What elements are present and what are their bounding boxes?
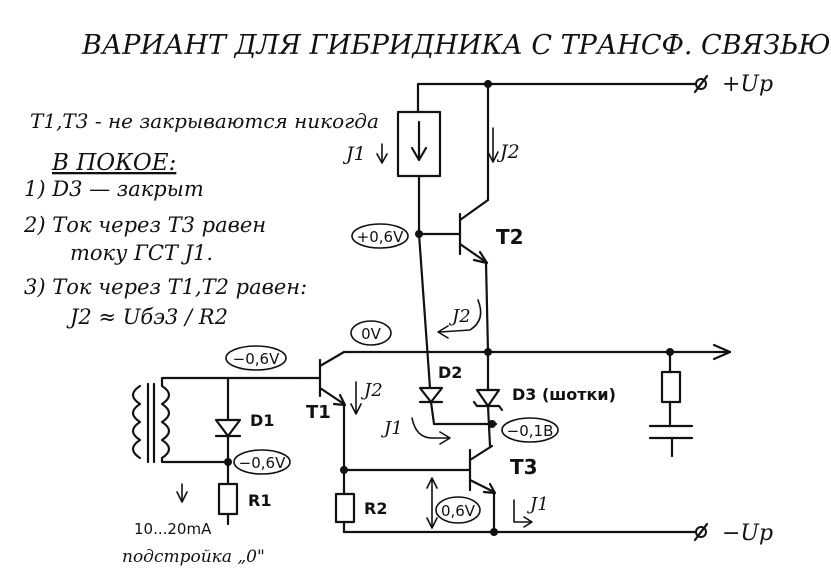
voltage-d1-cathode: −0,6V	[239, 454, 286, 472]
voltage-t2-base: +0,6V	[357, 228, 404, 246]
load-resistor	[660, 350, 682, 426]
current-label-j1-t3: J1	[526, 494, 549, 515]
current-label-j2-mid: J2	[448, 306, 471, 327]
arrow-j1-t3	[513, 499, 531, 523]
voltage-d3-cathode: −0,1В	[507, 422, 554, 440]
wire-j1-to-d2	[417, 232, 432, 390]
r1-current-range: 10...20mA	[134, 520, 212, 538]
note-rest-heading: В ПОКОЕ:	[51, 150, 176, 176]
note-never-closed: T1,T3 - не закрываются никогда	[30, 109, 379, 133]
transistor-t1	[298, 350, 347, 496]
current-label-j2-t1: J2	[360, 380, 383, 401]
minus-terminal-label: −Uр	[722, 521, 773, 546]
note-item3-line1: 3) Ток через T1,T2 равен:	[24, 275, 307, 299]
label-r1: R1	[248, 491, 271, 510]
voltage-badge-t3-be	[435, 496, 481, 524]
label-r2: R2	[364, 499, 387, 518]
transformer	[131, 376, 302, 464]
voltage-badge-zero	[350, 320, 392, 346]
voltage-t3-be: 0,6V	[441, 502, 476, 520]
label-d3: D3 (шотки)	[512, 385, 616, 404]
voltage-badge-t2-base	[351, 223, 409, 249]
title: ВАРИАНТ ДЛЯ ГИБРИДНИКА С ТРАНСФ. СВЯЗЬЮ	[81, 30, 831, 61]
bottom-rail	[342, 522, 709, 542]
current-label-j2-top: J2	[496, 141, 520, 163]
resistor-r1	[176, 482, 239, 526]
voltage-badge-d1-cathode	[233, 449, 291, 475]
voltage-zero: 0V	[361, 325, 382, 343]
resistor-r2	[334, 492, 356, 534]
load-capacitor	[648, 424, 694, 458]
diode-d1	[214, 376, 242, 486]
r1-trim-note: подстройка „0"	[122, 547, 265, 567]
transistor-t3	[340, 444, 497, 534]
arrow-j2-mid	[439, 299, 482, 333]
output-line-0v	[342, 343, 732, 361]
voltage-badge-t1-base	[225, 345, 287, 371]
note-item2-line1: 2) Ток через T3 равен	[23, 213, 266, 237]
label-t3: T3	[510, 455, 538, 479]
transistor-t2	[415, 82, 490, 265]
plus-terminal-label: +Uр	[722, 72, 773, 97]
label-d1: D1	[250, 411, 274, 430]
voltage-t1-base: −0,6V	[233, 350, 280, 368]
current-label-j1-source: J1	[342, 143, 366, 165]
note-item2-line2: току ГСТ J1.	[70, 241, 213, 265]
arrow-j1-d2	[411, 417, 449, 439]
voltage-badge-d3-cathode	[501, 417, 559, 443]
note-item1: 1) D3 — закрыт	[24, 177, 204, 201]
label-d2: D2	[438, 363, 462, 382]
diode-d2	[418, 386, 498, 426]
label-t2: T2	[496, 225, 524, 249]
current-source-j1	[396, 110, 442, 236]
wire-t2-emitter	[484, 260, 490, 354]
diode-d3	[472, 350, 504, 448]
current-label-j1-d2: J1	[380, 418, 403, 439]
label-t1: T1	[306, 402, 331, 423]
top-rail	[416, 74, 709, 114]
note-item3-line2: J2 ≈ Uбэ3 / R2	[66, 305, 228, 329]
